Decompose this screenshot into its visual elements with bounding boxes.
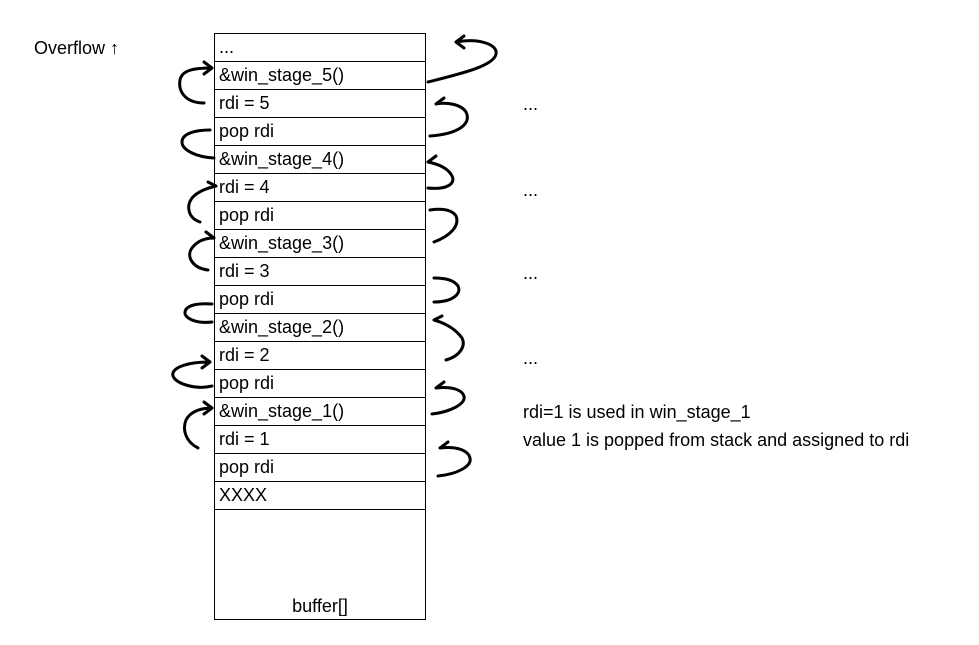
right-arrow-pop-4 [428, 207, 459, 244]
right-arrow-rdi-3 [432, 276, 461, 304]
left-arrow-pop-5 [180, 128, 216, 160]
left-arrow-pop-3 [183, 302, 214, 324]
stack-cell-win-stage-2: &win_stage_2() [215, 314, 425, 342]
stack-cell-win-stage-3: &win_stage_3() [215, 230, 425, 258]
stack-cell-rdi-2: rdi = 2 [215, 342, 425, 370]
stack-cell-win-stage-4: &win_stage_4() [215, 146, 425, 174]
left-arrow-rdi-4 [187, 180, 218, 224]
stack-cell-rdi-5: rdi = 5 [215, 90, 425, 118]
stack-cell-rdi-4: rdi = 4 [215, 174, 425, 202]
ellipsis-note-5: ... [523, 94, 539, 114]
stack-diagram: ... &win_stage_5() rdi = 5 pop rdi &win_… [214, 33, 426, 620]
stack-cell-win-stage-1: &win_stage_1() [215, 398, 425, 426]
stack-cell-pop-rdi-3: pop rdi [215, 286, 425, 314]
stack-cell-pop-rdi-2: pop rdi [215, 370, 425, 398]
right-arrow-rdi-5 [428, 96, 469, 138]
buffer-label: buffer[] [292, 596, 348, 616]
stack-cell-top: ... [215, 34, 425, 62]
stage1-explanation-line1: rdi=1 is used in win_stage_1 [523, 402, 751, 422]
stack-cell-pop-rdi-1: pop rdi [215, 454, 425, 482]
stack-cell-pop-rdi-4: pop rdi [215, 202, 425, 230]
ellipsis-note-4: ... [523, 180, 539, 200]
stack-cell-pop-rdi-5: pop rdi [215, 118, 425, 146]
right-arrow-rdi-1 [436, 440, 472, 478]
overflow-label: Overflow ↑ [34, 38, 120, 58]
stack-cell-rdi-1: rdi = 1 [215, 426, 425, 454]
left-arrow-rdi-2 [171, 354, 214, 389]
right-arrow-stage-4 [426, 154, 455, 190]
left-arrow-stage-3 [188, 230, 216, 272]
left-arrow-stage-5 [178, 60, 214, 105]
stack-cell-win-stage-5: &win_stage_5() [215, 62, 425, 90]
right-arrow-top [426, 34, 498, 84]
stack-cell-rdi-3: rdi = 3 [215, 258, 425, 286]
right-arrow-stage-2 [432, 314, 465, 362]
left-arrow-stage-1 [183, 400, 214, 450]
ellipsis-note-2: ... [523, 348, 539, 368]
stage1-explanation-line2: value 1 is popped from stack and assigne… [523, 430, 910, 450]
ellipsis-note-3: ... [523, 263, 539, 283]
right-arrow-pop-2 [430, 380, 466, 416]
stack-cell-padding: XXXX [215, 482, 425, 510]
